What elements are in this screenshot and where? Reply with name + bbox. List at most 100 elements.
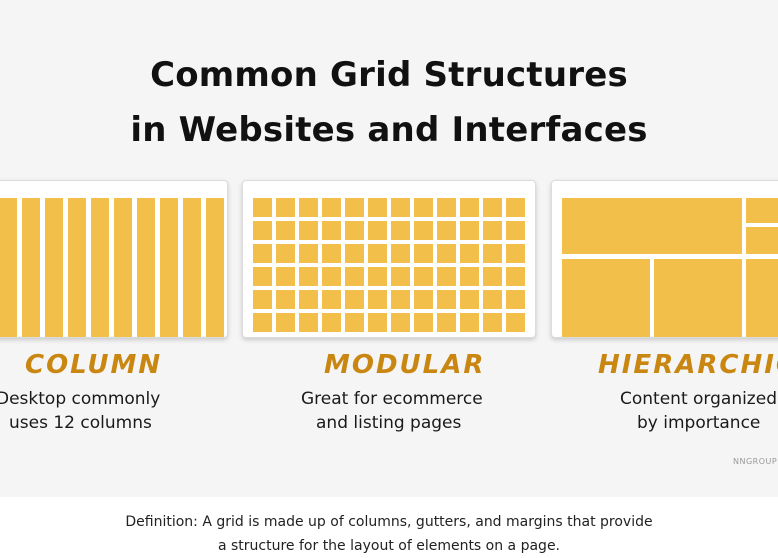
module-block bbox=[391, 221, 410, 240]
module-block bbox=[460, 267, 479, 286]
module-block bbox=[299, 198, 318, 217]
module-block bbox=[253, 267, 272, 286]
module-block bbox=[253, 244, 272, 263]
module-block bbox=[483, 198, 502, 217]
module-block bbox=[299, 313, 318, 332]
module-block bbox=[391, 267, 410, 286]
title-line-1: Common Grid Structures bbox=[150, 55, 628, 95]
hierarchical-grid-window bbox=[551, 180, 778, 338]
module-block bbox=[460, 221, 479, 240]
module-block bbox=[414, 290, 433, 309]
hierarchy-block bbox=[654, 259, 742, 337]
column-block bbox=[0, 198, 17, 337]
hierarchical-desc-line-2: by importance bbox=[637, 413, 761, 433]
module-block bbox=[299, 221, 318, 240]
module-block bbox=[322, 198, 341, 217]
module-block bbox=[414, 221, 433, 240]
module-block bbox=[322, 290, 341, 309]
module-block bbox=[253, 221, 272, 240]
module-block bbox=[460, 290, 479, 309]
module-block bbox=[391, 244, 410, 263]
hierarchy-block bbox=[746, 227, 778, 254]
module-block bbox=[322, 313, 341, 332]
module-block bbox=[414, 267, 433, 286]
definition-line-2: a structure for the layout of elements o… bbox=[217, 538, 561, 554]
module-block bbox=[437, 221, 456, 240]
column-block bbox=[114, 198, 132, 337]
module-block bbox=[368, 244, 387, 263]
module-block bbox=[322, 267, 341, 286]
module-block bbox=[437, 267, 456, 286]
module-block bbox=[391, 198, 410, 217]
module-block bbox=[276, 221, 295, 240]
modular-label: MODULAR bbox=[324, 350, 486, 380]
modular-grid-window bbox=[242, 180, 536, 338]
column-desc-line-2: uses 12 columns bbox=[9, 413, 152, 433]
column-block bbox=[160, 198, 178, 337]
module-block bbox=[345, 267, 364, 286]
module-block bbox=[483, 221, 502, 240]
module-block bbox=[368, 313, 387, 332]
module-block bbox=[253, 290, 272, 309]
module-block bbox=[345, 221, 364, 240]
module-block bbox=[506, 313, 525, 332]
module-block bbox=[345, 198, 364, 217]
module-block bbox=[483, 267, 502, 286]
module-block bbox=[414, 244, 433, 263]
module-block bbox=[345, 313, 364, 332]
module-block bbox=[345, 244, 364, 263]
module-block bbox=[299, 244, 318, 263]
module-block bbox=[391, 313, 410, 332]
column-block bbox=[91, 198, 109, 337]
module-block bbox=[414, 198, 433, 217]
module-block bbox=[414, 313, 433, 332]
module-block bbox=[506, 244, 525, 263]
module-block bbox=[299, 290, 318, 309]
column-block bbox=[137, 198, 155, 337]
column-block bbox=[206, 198, 224, 337]
hierarchy-block bbox=[562, 259, 650, 337]
modular-desc-line-1: Great for ecommerce bbox=[301, 389, 483, 409]
title-line-2: in Websites and Interfaces bbox=[130, 110, 648, 150]
column-block bbox=[68, 198, 86, 337]
hierarchical-label: HIERARCHICAL bbox=[598, 350, 778, 380]
infographic-panel: Common Grid Structures in Websites and I… bbox=[0, 55, 778, 466]
module-block bbox=[483, 290, 502, 309]
module-block bbox=[437, 313, 456, 332]
module-block bbox=[276, 313, 295, 332]
module-block bbox=[276, 244, 295, 263]
module-block bbox=[276, 290, 295, 309]
hierarchical-desc-line-1: Content organized bbox=[620, 389, 777, 409]
module-block bbox=[276, 267, 295, 286]
module-block bbox=[322, 221, 341, 240]
module-block bbox=[437, 244, 456, 263]
module-block bbox=[437, 290, 456, 309]
module-block bbox=[437, 198, 456, 217]
hierarchy-block bbox=[746, 259, 778, 337]
hierarchy-block bbox=[562, 198, 742, 254]
module-block bbox=[483, 244, 502, 263]
module-block bbox=[460, 244, 479, 263]
module-block bbox=[483, 313, 502, 332]
module-block bbox=[391, 290, 410, 309]
module-block bbox=[506, 267, 525, 286]
column-grid-window bbox=[0, 180, 228, 338]
column-desc-line-1: Desktop commonly bbox=[0, 389, 161, 409]
module-block bbox=[368, 267, 387, 286]
module-block bbox=[253, 198, 272, 217]
hierarchy-block bbox=[746, 198, 778, 223]
module-block bbox=[322, 244, 341, 263]
column-block bbox=[22, 198, 40, 337]
column-block bbox=[183, 198, 201, 337]
module-block bbox=[368, 198, 387, 217]
module-block bbox=[368, 221, 387, 240]
column-label: COLUMN bbox=[25, 350, 163, 380]
module-block bbox=[276, 198, 295, 217]
module-block bbox=[506, 198, 525, 217]
module-block bbox=[460, 313, 479, 332]
credit-text: NNGROUP bbox=[733, 457, 778, 466]
module-block bbox=[299, 267, 318, 286]
module-block bbox=[506, 221, 525, 240]
module-block bbox=[368, 290, 387, 309]
module-block bbox=[506, 290, 525, 309]
